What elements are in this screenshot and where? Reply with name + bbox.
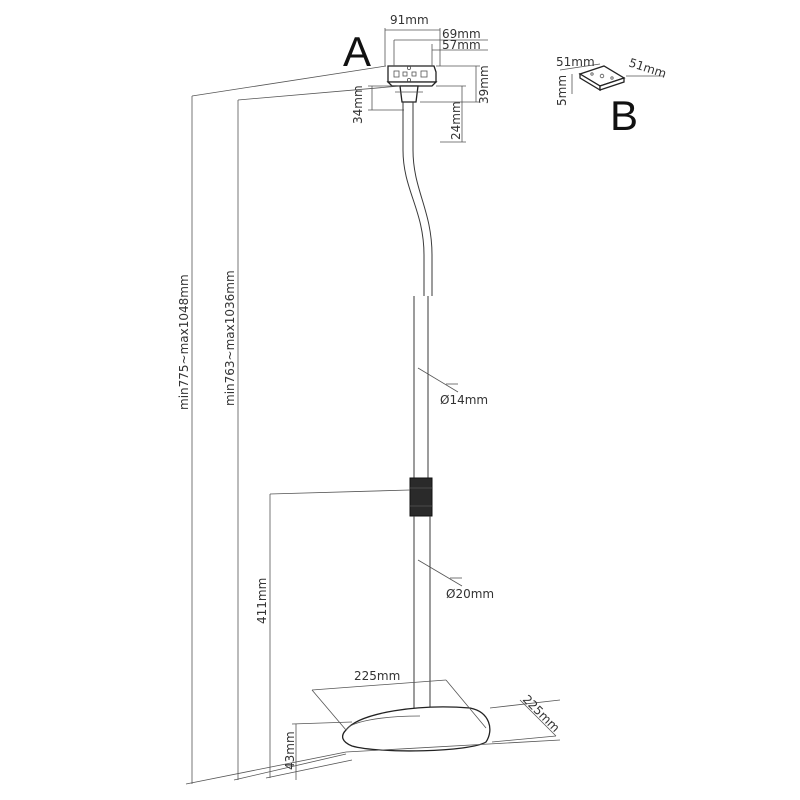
dim-upper-pole-diameter: Ø14mm: [440, 393, 488, 407]
dim-inner-height: min763~max1036mm: [223, 270, 237, 406]
dim-bracket-57: 57mm: [442, 38, 481, 52]
dim-lower-pole-diameter: Ø20mm: [446, 587, 494, 601]
mounting-plate-b: [559, 63, 664, 94]
dim-plate-5: 5mm: [555, 75, 569, 106]
dim-lower-height: 411mm: [255, 578, 269, 624]
dim-plate-51a: 51mm: [556, 55, 595, 69]
stand-base: [341, 706, 491, 752]
height-dimension-lines: [185, 65, 561, 785]
dim-bracket-34: 34mm: [351, 85, 365, 124]
base-dimension-lines: [291, 679, 561, 780]
height-lock-collar: [409, 477, 433, 517]
diameter-leaders: [417, 367, 463, 587]
dim-bracket-24: 24mm: [449, 101, 463, 140]
label-b: B: [610, 92, 638, 139]
label-a: A: [343, 28, 371, 75]
stand-pole: [402, 102, 437, 719]
dim-bracket-39: 39mm: [477, 65, 491, 104]
dim-plate-51b: 51mm: [627, 56, 668, 81]
bracket-dimension-lines: [368, 28, 488, 143]
dim-base-depth: 225mm: [520, 692, 563, 735]
top-bracket-a: [386, 65, 438, 103]
dim-top-width: 91mm: [390, 13, 429, 27]
dim-base-height: 43mm: [283, 731, 297, 770]
dim-bracket-69: 69mm: [442, 27, 481, 41]
dim-base-width: 225mm: [354, 669, 400, 683]
dim-total-height: min775~max1048mm: [177, 274, 191, 410]
